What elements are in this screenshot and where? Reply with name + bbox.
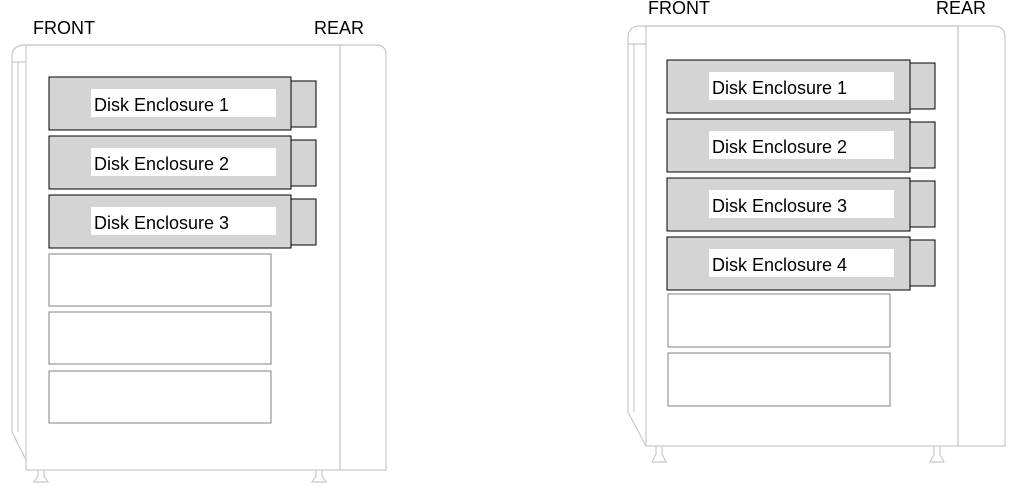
enclosure-label: Disk Enclosure 4	[712, 255, 847, 275]
empty-slot	[667, 293, 891, 348]
rack-cabinet	[627, 25, 1006, 447]
disk-enclosure-4: Disk Enclosure 4	[666, 236, 936, 291]
disk-enclosure-1: Disk Enclosure 1	[48, 76, 317, 131]
enclosure-label: Disk Enclosure 2	[712, 137, 847, 157]
front-label: FRONT	[648, 0, 710, 18]
rack-foot-right	[929, 446, 945, 463]
enclosure-label: Disk Enclosure 3	[94, 213, 229, 233]
disk-enclosure-3: Disk Enclosure 3	[48, 194, 317, 249]
empty-slot	[48, 370, 272, 424]
rack-right: FRONT REAR Disk Enclosure 1 Disk E	[627, 0, 1006, 463]
disk-enclosure-1: Disk Enclosure 1	[666, 59, 936, 114]
front-label: FRONT	[33, 18, 95, 38]
disk-enclosure-3: Disk Enclosure 3	[666, 177, 936, 232]
rack-foot-left	[651, 446, 667, 463]
enclosure-label: Disk Enclosure 3	[712, 196, 847, 216]
rack-left: FRONT REAR Disk Enclosure 1 D	[11, 18, 387, 483]
empty-slot	[48, 253, 272, 307]
disk-enclosure-2: Disk Enclosure 2	[48, 135, 317, 190]
rear-label: REAR	[936, 0, 986, 18]
enclosure-label: Disk Enclosure 1	[94, 95, 229, 115]
enclosure-label: Disk Enclosure 2	[94, 154, 229, 174]
empty-slot	[48, 311, 272, 365]
rack-foot-right	[310, 470, 328, 483]
enclosure-label: Disk Enclosure 1	[712, 78, 847, 98]
rack-foot-left	[32, 470, 50, 483]
disk-enclosure-2: Disk Enclosure 2	[666, 118, 936, 173]
rear-label: REAR	[314, 18, 364, 38]
rack-cabinet	[11, 44, 387, 471]
empty-slot	[667, 352, 891, 407]
